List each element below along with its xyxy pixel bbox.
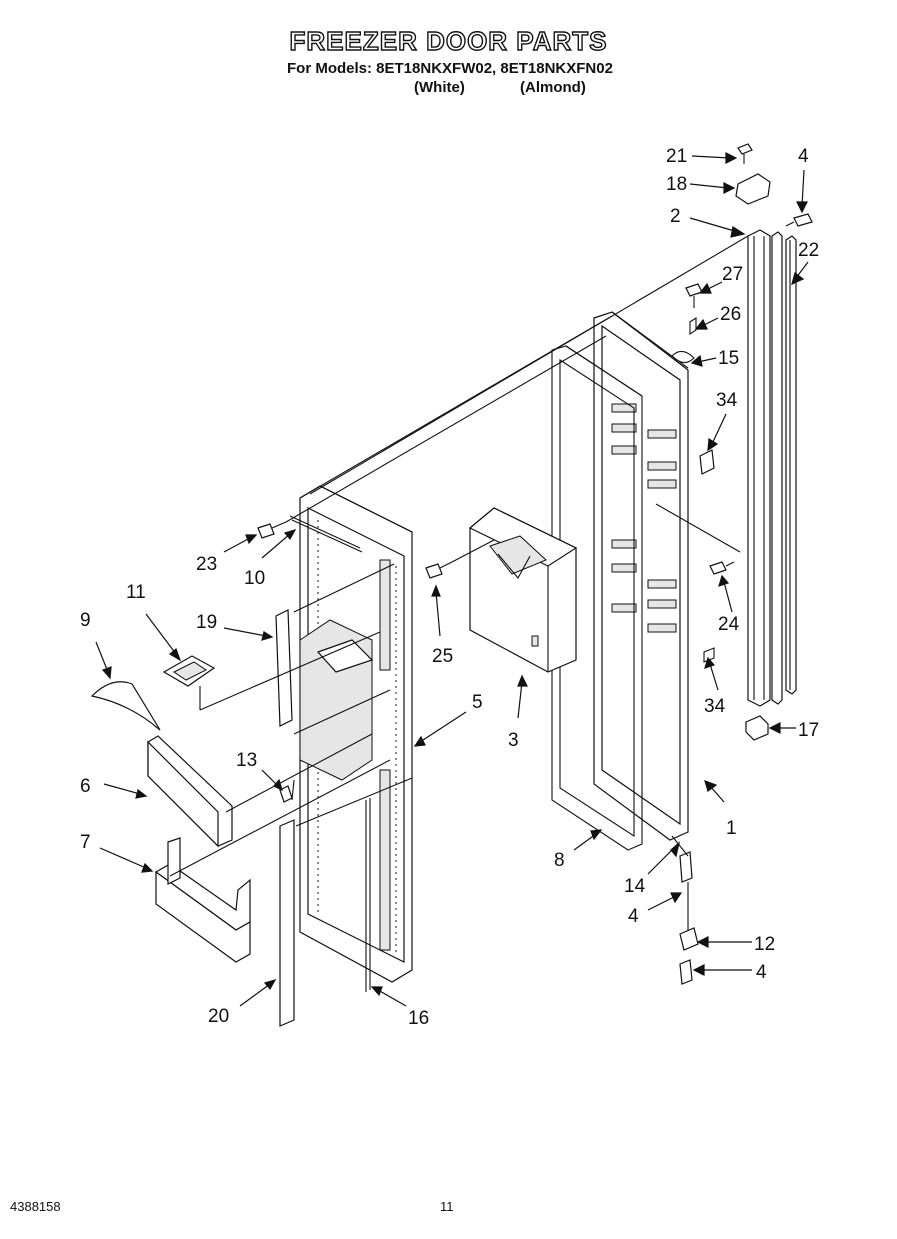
callout-34-lower: 34 xyxy=(704,696,726,717)
callout-6: 6 xyxy=(80,776,91,797)
callout-23: 23 xyxy=(196,554,217,575)
variant-almond: (Almond) xyxy=(520,79,586,96)
callout-10: 10 xyxy=(244,568,265,589)
callout-9: 9 xyxy=(80,610,91,631)
callout-15: 15 xyxy=(718,348,739,369)
part-clip-34-lower xyxy=(703,647,715,663)
part-clip-26 xyxy=(689,316,697,336)
callout-7: 7 xyxy=(80,832,91,853)
callout-21: 21 xyxy=(666,146,687,167)
dispenser-housing xyxy=(468,507,578,673)
callout-12: 12 xyxy=(754,934,775,955)
callout-18: 18 xyxy=(666,174,687,195)
callout-4-bottom: 4 xyxy=(756,962,767,983)
door-trim-strips xyxy=(747,229,797,707)
part-strip-20 xyxy=(279,819,295,1027)
callout-24: 24 xyxy=(718,614,740,635)
callout-26: 26 xyxy=(720,304,741,325)
part-screw-21 xyxy=(737,143,753,164)
callout-1: 1 xyxy=(726,818,737,839)
callout-4-top: 4 xyxy=(798,146,809,167)
part-screw-27 xyxy=(685,283,703,308)
page-number: 11 xyxy=(440,1199,454,1214)
part-screw-23 xyxy=(257,521,287,539)
callout-16: 16 xyxy=(408,1008,429,1029)
part-hinge-cover-18 xyxy=(735,173,771,205)
part-screw-4-top xyxy=(785,213,813,227)
callout-labels: 21 4 18 2 22 27 26 15 34 24 34 17 1 14 4… xyxy=(80,146,819,1029)
callout-20: 20 xyxy=(208,1006,229,1027)
door-liner xyxy=(299,485,413,983)
page-title: FREEZER DOOR PARTS xyxy=(289,25,608,56)
part-screw-24 xyxy=(709,561,735,575)
callout-8: 8 xyxy=(554,850,565,871)
callout-27: 27 xyxy=(722,264,743,285)
callout-2: 2 xyxy=(670,206,681,227)
callout-14: 14 xyxy=(624,876,646,897)
callout-34-upper: 34 xyxy=(716,390,738,411)
callout-22: 22 xyxy=(798,240,819,261)
callout-3: 3 xyxy=(508,730,519,751)
part-bin-7 xyxy=(154,837,251,963)
leader-lines xyxy=(169,235,749,877)
callout-17: 17 xyxy=(798,720,819,741)
part-rod-10 xyxy=(289,515,363,553)
part-cover-9 xyxy=(90,681,161,731)
callout-25: 25 xyxy=(432,646,453,667)
callout-5: 5 xyxy=(472,692,483,713)
callout-11: 11 xyxy=(126,582,146,603)
callout-4-middle: 4 xyxy=(628,906,639,927)
callout-13: 13 xyxy=(236,750,257,771)
part-strip-19 xyxy=(275,609,293,727)
callout-arrows xyxy=(95,152,809,1007)
models-line: For Models: 8ET18NKXFW02, 8ET18NKXFN02 xyxy=(287,60,613,77)
part-hinge-17 xyxy=(745,715,769,741)
part-clip-34-upper xyxy=(699,449,715,475)
part-strip-16 xyxy=(365,798,371,992)
callout-19: 19 xyxy=(196,612,217,633)
part-bottom-hinge-stack xyxy=(679,851,699,985)
part-number: 4388158 xyxy=(10,1199,61,1214)
part-screw-25 xyxy=(425,561,453,579)
part-bin-6 xyxy=(147,735,233,848)
door-outer-panel xyxy=(593,311,695,841)
part-flap-11 xyxy=(162,655,216,687)
variant-white: (White) xyxy=(414,79,465,96)
